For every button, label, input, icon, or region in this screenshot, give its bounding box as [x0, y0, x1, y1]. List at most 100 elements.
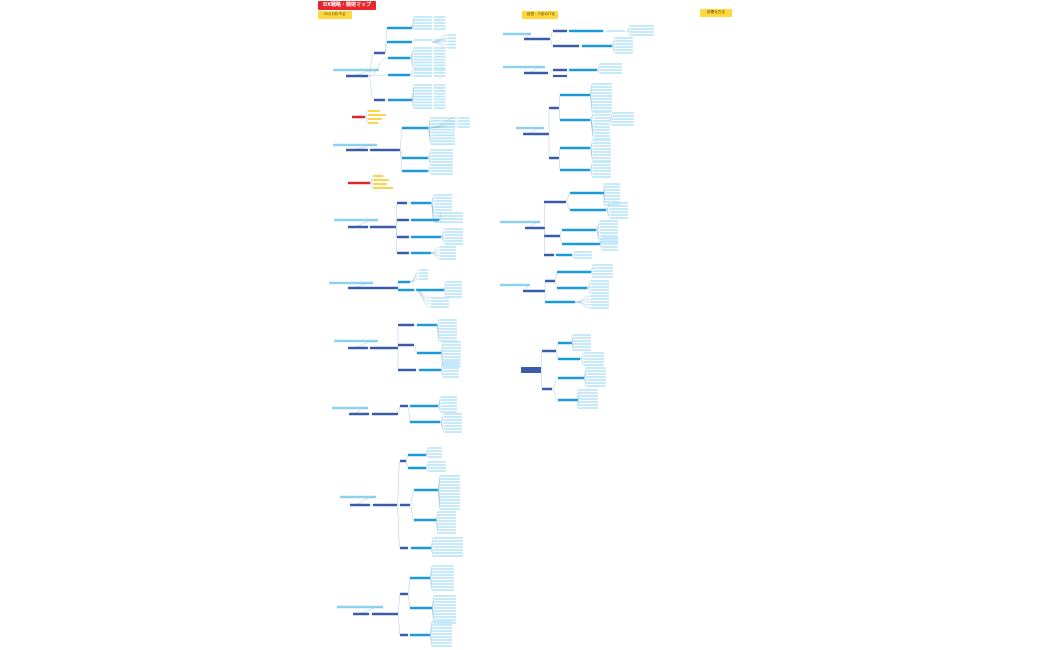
leaf-node	[458, 117, 470, 119]
leaf-node	[432, 636, 452, 638]
branch-node	[560, 93, 590, 97]
connector-line	[399, 149, 403, 172]
leaf-node	[607, 30, 625, 32]
leaf-node	[440, 493, 460, 495]
leaf-node	[438, 523, 456, 525]
leaf-node	[431, 149, 453, 151]
connector-line	[605, 209, 611, 219]
connector-line	[411, 99, 415, 109]
leaf-node	[594, 135, 610, 137]
leaf-node	[593, 173, 611, 175]
leaf-node	[445, 231, 463, 233]
connector-line	[407, 577, 411, 595]
branch-node	[346, 74, 368, 78]
leaf-node	[431, 300, 449, 302]
leaf-node	[440, 505, 460, 507]
leaf-node	[414, 67, 432, 70]
branch-node	[410, 606, 432, 610]
leaf-node	[600, 72, 622, 74]
branch-node	[544, 200, 566, 204]
connector-line	[409, 74, 415, 77]
leaf-node	[443, 373, 459, 375]
connector-line	[590, 271, 594, 278]
branch-node	[549, 156, 559, 160]
leaf-node	[446, 284, 462, 286]
leaf-node	[594, 111, 610, 113]
leaf-node	[433, 89, 446, 92]
branch-node	[370, 346, 398, 350]
branch-node	[414, 488, 438, 492]
leaf-node	[604, 183, 620, 185]
leaf-node	[432, 621, 452, 623]
connector-line	[436, 324, 440, 342]
accent-leaf	[373, 179, 389, 181]
leaf-node	[593, 267, 613, 269]
connector-line	[369, 175, 374, 184]
leaf-node	[434, 206, 452, 208]
connector-line	[409, 57, 415, 66]
leaf-node	[573, 337, 591, 339]
branch-node	[558, 357, 580, 361]
connector-line	[409, 489, 415, 506]
branch-node	[557, 270, 591, 274]
leaf-node	[433, 64, 446, 67]
connector-line	[384, 41, 388, 54]
connector-line	[430, 252, 441, 260]
leaf-node	[443, 344, 461, 346]
leaf-node	[574, 251, 592, 253]
leaf-node	[610, 214, 628, 216]
leaf-node	[434, 194, 452, 196]
leaf-node	[434, 200, 452, 202]
leaf-node	[593, 151, 611, 153]
leaf-node	[433, 537, 463, 539]
leaf-node	[445, 237, 463, 239]
branch-node	[410, 576, 430, 580]
leaf-node	[593, 139, 611, 141]
leaf-node	[594, 117, 610, 119]
leaf-node	[592, 89, 612, 91]
connector-line	[540, 369, 543, 390]
leaf-node	[612, 118, 634, 120]
leaf-node	[414, 98, 432, 101]
connector-line	[551, 377, 559, 390]
branch-node	[553, 44, 579, 48]
connector-line	[367, 74, 389, 77]
branch-node	[562, 228, 596, 232]
leaf-node	[433, 75, 446, 77]
leaf-node	[433, 552, 463, 554]
section-tag-right: 部署化方法	[700, 9, 732, 17]
leaf-node	[593, 154, 611, 156]
connector-line	[565, 192, 571, 203]
leaf-node	[440, 252, 456, 254]
branch-node	[524, 37, 550, 41]
branch-node	[414, 518, 436, 522]
branch-node	[411, 218, 439, 222]
leaf-node	[574, 257, 592, 259]
branch-node	[560, 168, 590, 172]
leaf-node	[443, 376, 459, 378]
connector-line	[549, 30, 554, 40]
leaf-node	[431, 303, 449, 305]
connector-line	[555, 350, 559, 360]
leaf-node	[440, 478, 460, 480]
branch-node	[400, 546, 408, 550]
connector-line	[399, 127, 403, 151]
connector-line	[407, 405, 411, 423]
leaf-node	[610, 202, 628, 204]
connector-line	[543, 201, 546, 229]
leaf-node	[591, 292, 609, 294]
leaf-node	[592, 95, 612, 97]
leaf-node	[594, 126, 610, 128]
connector-line	[369, 182, 374, 189]
leaf-node	[448, 37, 456, 40]
branch-node	[348, 225, 368, 229]
branch-node	[557, 286, 587, 290]
connector-line	[409, 269, 421, 283]
branch-node	[400, 459, 406, 463]
branch-node	[545, 279, 555, 283]
branch-node	[400, 404, 408, 408]
leaf-node	[593, 270, 613, 272]
leaf-node	[434, 203, 452, 205]
connector-line	[609, 119, 613, 126]
leaf-node	[414, 50, 432, 52]
